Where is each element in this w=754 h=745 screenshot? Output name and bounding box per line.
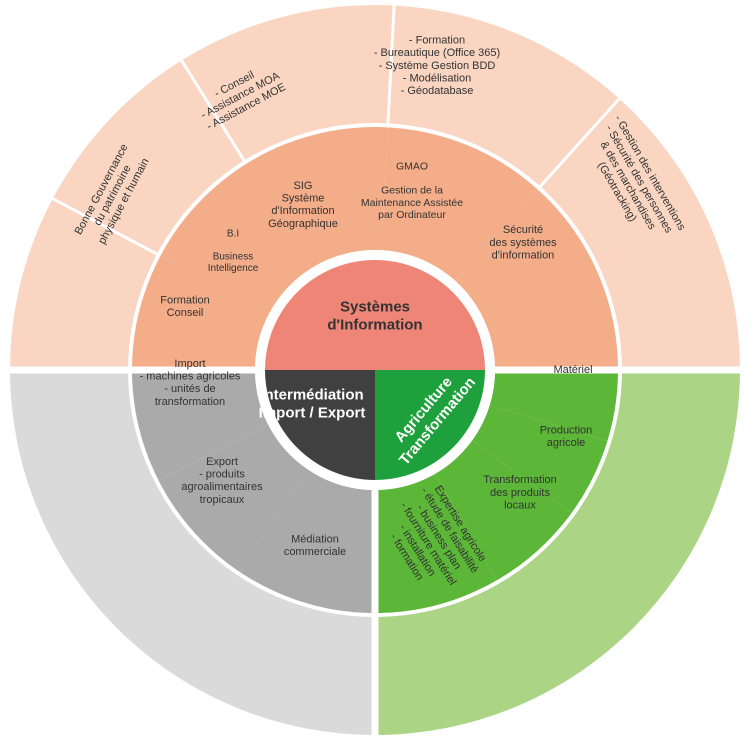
outer-label-formation-bureautique-line: - Géodatabase (401, 85, 474, 97)
outer-ring-intermediation (10, 370, 375, 735)
middle-sector-formation-conseil (130, 254, 270, 370)
middle-sector-transformation (435, 440, 574, 583)
middle-label-export-line: agroalimentaires (181, 481, 263, 493)
outer-divider (179, 57, 247, 164)
hub-agriculture (375, 370, 485, 480)
middle-label-import-line: - unités de (164, 383, 215, 395)
outer-label-formation-bureautique-line: - Modélisation (403, 73, 471, 85)
middle-label-export-line: Export (206, 456, 238, 468)
hub-intermediation (265, 370, 375, 480)
outer-label-formation-bureautique: - Formation- Bureautique (Office 365)- S… (374, 35, 500, 98)
hub-systemes (265, 260, 485, 370)
middle-sector-mediation (237, 469, 375, 615)
middle-label-sig-line: Système (282, 193, 325, 205)
dividers-layer (6, 3, 744, 739)
middle-label-gmao-line (411, 173, 414, 185)
middle-label-gmao-line: Gestion de la (381, 185, 443, 197)
middle-label-import-line: - machines agricoles (140, 371, 241, 383)
outer-label-formation-bureautique-line: - Formation (409, 35, 465, 47)
middle-sector-sig (245, 125, 388, 269)
outer-label-formation-bureautique-line: - Bureautique (Office 365) (374, 47, 500, 59)
outer-ring-agriculture (375, 370, 740, 735)
middle-label-securite-si-line: des systèmes (489, 237, 557, 249)
middle-label-gmao-line: par Ordinateur (378, 209, 446, 221)
middle-label-mediation-line: commerciale (284, 546, 346, 558)
middle-sector-materiel (489, 370, 620, 442)
middle-sector-production (472, 405, 610, 515)
middle-label-formation-conseil-line: Conseil (167, 307, 204, 319)
middle-sector-import (130, 370, 269, 482)
middle-label-sig-line: SIG (294, 180, 313, 192)
middle-label-transformation-line: des produits (490, 487, 550, 499)
outer-divider (537, 96, 622, 189)
hub-label-systemes-line: Systèmes (340, 298, 410, 315)
middle-label-formation-conseil-line: Formation (160, 295, 210, 307)
outer-label-formation-bureautique-line: - Système Gestion BDD (379, 60, 496, 72)
middle-label-export-line: - produits (199, 469, 245, 481)
middle-label-securite-si-line: d'information (492, 250, 555, 262)
sectors-layer (10, 5, 740, 735)
hub-label-intermediation-line: Import / Export (259, 404, 366, 421)
outer-ring-systemes (10, 5, 740, 370)
middle-sector-bi (158, 162, 312, 314)
middle-label-securite-si-line: Sécurité (503, 224, 543, 236)
middle-label-gmao-line: GMAO (396, 161, 428, 173)
middle-label-materiel-line: Matériel (553, 364, 592, 376)
middle-sector-gmao (381, 125, 539, 281)
middle-sector-expertise (375, 473, 498, 615)
middle-label-import-line: transformation (155, 396, 225, 408)
middle-label-import-line: Import (174, 358, 205, 370)
middle-label-bi-line: B.I (227, 228, 239, 239)
middle-sector-export (156, 424, 308, 574)
middle-label-materiel: Matériel (553, 364, 592, 376)
middle-label-mediation-line: Médiation (291, 534, 339, 546)
middle-label-sig-line: d'Information (271, 205, 334, 217)
hub-label-intermediation-line: Intermédiation (260, 386, 363, 403)
middle-label-bi-line (232, 240, 235, 251)
outer-divider (386, 3, 396, 126)
outer-divider (50, 196, 160, 257)
hub-label-systemes-line: d'Information (327, 316, 422, 333)
ring-separator (128, 123, 622, 617)
middle-label-production-line: Production (540, 425, 593, 437)
middle-label-bi-line: Business (213, 251, 254, 262)
middle-label-gmao-line: Maintenance Assistée (361, 197, 463, 209)
middle-sector-securite-si (455, 187, 620, 370)
middle-label-transformation-line: Transformation (483, 474, 557, 486)
middle-label-export-line: tropicaux (200, 494, 245, 506)
middle-label-transformation-line: locaux (504, 500, 536, 512)
middle-label-production-line: agricole (547, 437, 586, 449)
middle-label-bi-line: Intelligence (208, 263, 259, 274)
middle-label-sig-line: Géographique (268, 218, 338, 230)
